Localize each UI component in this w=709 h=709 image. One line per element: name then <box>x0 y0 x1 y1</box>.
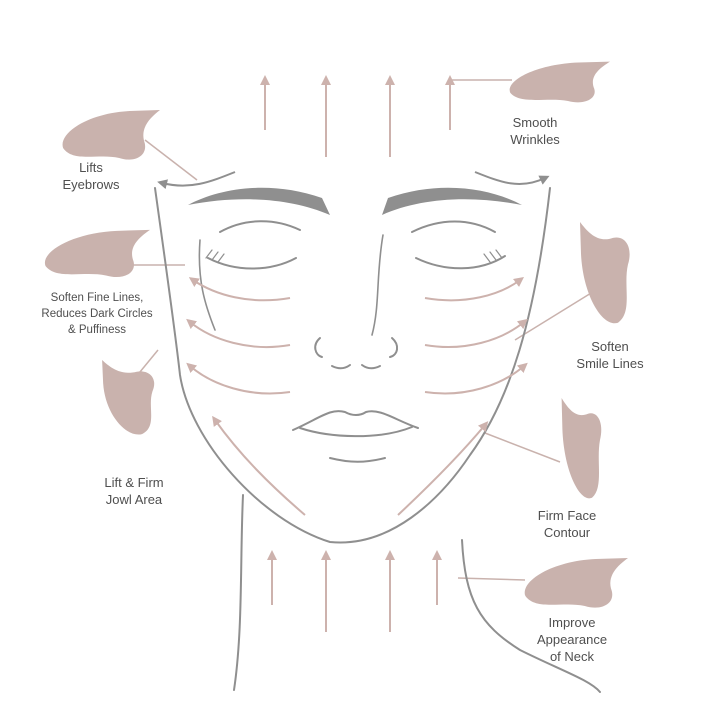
label-line: & Puffiness <box>68 324 126 336</box>
label-soften-smile-lines: Soften Smile Lines <box>576 338 643 372</box>
label-line: of Neck <box>549 649 595 664</box>
label-line: Lift & Firm <box>104 475 164 490</box>
label-firm-face-contour: Firm Face Contour <box>538 507 597 541</box>
label-line: Smooth <box>512 115 558 130</box>
gua-sha-stone-neck <box>524 558 628 608</box>
label-line: Reduces Dark Circles <box>41 308 153 320</box>
label-soften-fine-lines: Soften Fine Lines, Reduces Dark Circles … <box>41 290 152 338</box>
gua-sha-stone-smile-lines <box>580 222 630 324</box>
massage-arrows <box>186 75 528 632</box>
label-line: Eyebrows <box>62 177 120 192</box>
eyebrows <box>188 187 522 215</box>
connector-lines <box>132 79 597 581</box>
label-line: Smile Lines <box>576 356 644 371</box>
label-line: Firm Face <box>537 508 597 523</box>
label-line: Lifts <box>79 160 103 175</box>
gua-sha-stone-jowl <box>102 360 155 435</box>
gua-sha-stone-eyebrows <box>62 110 161 160</box>
label-line: Appearance <box>536 632 608 647</box>
label-line: Wrinkles <box>510 132 560 147</box>
label-lift-firm-jowl: Lift & Firm Jowl Area <box>104 474 163 508</box>
label-improve-neck: Improve Appearance of Neck <box>537 614 607 665</box>
label-lifts-eyebrows: Lifts Eyebrows <box>62 159 119 193</box>
gua-sha-stone-wrinkles <box>509 61 610 103</box>
gua-sha-stone-fine-lines <box>44 229 151 278</box>
eyebrow-arrows <box>157 171 550 190</box>
face-outline <box>154 187 601 693</box>
label-line: Soften Fine Lines, <box>50 292 144 304</box>
label-smooth-wrinkles: Smooth Wrinkles <box>510 114 560 148</box>
label-line: Improve <box>548 615 596 630</box>
gua-sha-stone-contour <box>561 398 602 499</box>
label-line: Jowl Area <box>105 492 163 507</box>
label-line: Contour <box>543 525 591 540</box>
label-line: Soften <box>591 339 629 354</box>
